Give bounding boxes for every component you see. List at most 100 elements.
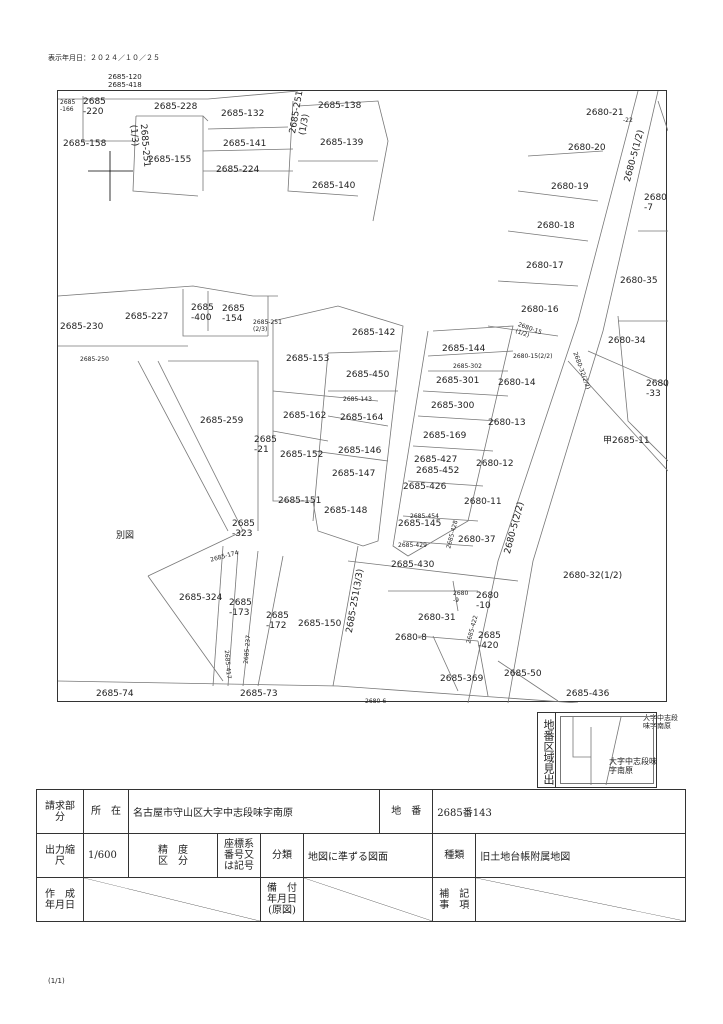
parcel-label[interactable]: 2685 -166 xyxy=(60,99,76,113)
supplement-value-empty xyxy=(475,877,686,922)
parcel-label[interactable]: 2685-436 xyxy=(566,689,610,699)
parcel-label[interactable]: 2685-450 xyxy=(346,370,390,380)
parcel-label[interactable]: 2685-152 xyxy=(280,450,324,460)
parcel-label[interactable]: 2685-148 xyxy=(324,506,368,516)
parcel-label[interactable]: 2685-132 xyxy=(221,109,265,119)
parcel-label[interactable]: 2685 -172 xyxy=(266,611,289,631)
parcel-label[interactable]: 2680-13 xyxy=(488,418,526,428)
parcel-label[interactable]: 2685-138 xyxy=(318,101,362,111)
parcel-label[interactable]: 2685-155 xyxy=(148,155,192,165)
parcel-label[interactable]: 2680-20 xyxy=(568,143,606,153)
parcel-label[interactable]: 2680-15(2/2) xyxy=(513,353,553,360)
parcel-label[interactable]: 2680-35 xyxy=(620,276,658,286)
classification-label: 分類 xyxy=(260,833,304,878)
request-section-label: 請求部分 xyxy=(36,789,84,834)
parcel-label[interactable]: 2685-324 xyxy=(179,593,223,603)
page-number: (1/1) xyxy=(48,977,65,985)
parcel-label[interactable]: 2685-141 xyxy=(223,139,267,149)
parcel-label[interactable]: 2685-430 xyxy=(391,560,435,570)
parcel-label[interactable]: 2685-224 xyxy=(216,165,260,175)
created-value-empty xyxy=(83,877,261,922)
parcel-label[interactable]: 2685-230 xyxy=(60,322,104,332)
parcel-label[interactable]: 2685-429 xyxy=(398,542,427,549)
type-label: 種類 xyxy=(432,833,477,878)
parcel-label[interactable]: 2680-11 xyxy=(464,497,502,507)
type-value: 旧土地台帳附属地図 xyxy=(475,833,686,878)
parcel-label[interactable]: 2685-427 xyxy=(414,455,458,465)
legend-lines xyxy=(572,716,622,786)
parcel-label[interactable]: 2685-426 xyxy=(403,482,447,492)
parcel-label[interactable]: 2685-169 xyxy=(423,431,467,441)
parcel-label[interactable]: 2685-158 xyxy=(63,139,107,149)
parcel-label[interactable]: 2680 -9 xyxy=(453,590,469,604)
parcel-label[interactable]: 2680-14 xyxy=(498,378,536,388)
parcel-label[interactable]: 2685-250 xyxy=(80,356,109,363)
parcel-label[interactable]: 2680 -7 xyxy=(644,193,667,213)
parcel-label[interactable]: 2685-142 xyxy=(352,328,396,338)
location-label: 所 在 xyxy=(83,789,129,834)
parcel-label[interactable]: 2685-73 xyxy=(240,689,278,699)
lot-number-value: 2685番143 xyxy=(432,789,686,834)
parcel-label[interactable]: 2685-140 xyxy=(312,181,356,191)
parcel-label[interactable]: 別図 xyxy=(116,531,135,541)
parcel-label[interactable]: 2685-146 xyxy=(338,446,382,456)
accuracy-label: 精 度 区 分 xyxy=(128,833,218,878)
parcel-label[interactable]: 2685-145 xyxy=(398,519,442,529)
top-legend-1: 2685-120 xyxy=(108,73,142,81)
parcel-label[interactable]: 2680-18 xyxy=(537,221,575,231)
parcel-label[interactable]: 2685-151 xyxy=(278,496,322,506)
parcel-label[interactable]: 2685 -220 xyxy=(83,97,106,117)
parcel-label[interactable]: 2685-74 xyxy=(96,689,134,699)
parcel-label[interactable]: 2685-144 xyxy=(442,344,486,354)
parcel-label[interactable]: 2685 -420 xyxy=(478,631,501,651)
parcel-label[interactable]: 2680-16 xyxy=(521,305,559,315)
parcel-label[interactable]: 2680-37 xyxy=(458,535,496,545)
parcel-label[interactable]: 2680 -10 xyxy=(476,591,499,611)
parcel-label[interactable]: 2685 -21 xyxy=(254,435,277,455)
parcel-label[interactable]: 2685-302 xyxy=(453,363,482,370)
parcel-label[interactable]: 2685 -173 xyxy=(229,598,252,618)
parcel-label[interactable]: 2680-34 xyxy=(608,336,646,346)
record-table: 請求部分 所 在 名古屋市守山区大字中志段味字南原 地 番 2685番143 出… xyxy=(36,789,686,922)
parcel-label[interactable]: 2680-31 xyxy=(418,613,456,623)
parcel-label[interactable]: 2685-452 xyxy=(416,466,460,476)
parcel-label[interactable]: 2685-300 xyxy=(431,401,475,411)
parcel-label[interactable]: 2680-6 xyxy=(365,698,387,705)
area-legend: 地番区域見出 大字中志段味 字南原 xyxy=(537,712,657,788)
parcel-label[interactable]: 2685-228 xyxy=(154,102,198,112)
parcel-label[interactable]: -22 xyxy=(623,117,633,124)
parcel-label[interactable]: 2685-153 xyxy=(286,354,330,364)
parcel-label[interactable]: 2685-143 xyxy=(343,396,372,403)
parcel-label[interactable]: 2680-12 xyxy=(476,459,514,469)
parcel-label[interactable]: 2685-301 xyxy=(436,376,480,386)
legend-label: 地番区域見出 xyxy=(538,713,556,787)
parcel-label[interactable]: 2685-50 xyxy=(504,669,542,679)
parcel-label[interactable]: 2685-147 xyxy=(332,469,376,479)
parcel-label[interactable]: 2685-454 xyxy=(410,513,439,520)
parcel-label[interactable]: 2680 -33 xyxy=(646,379,669,399)
legend-area: 大字中志段味 字南原 xyxy=(609,757,657,775)
parcel-label[interactable]: 2685 -400 xyxy=(191,303,214,323)
cadastral-map[interactable]: 2685 -166 2685 -220 2685-228 2685-132 26… xyxy=(57,90,669,705)
parcel-label[interactable]: 2685-150 xyxy=(298,619,342,629)
parcel-label[interactable]: 2685-259 xyxy=(200,416,244,426)
parcel-label[interactable]: 2680-17 xyxy=(526,261,564,271)
parcel-label[interactable]: 2685 -154 xyxy=(222,304,245,324)
parcel-label[interactable]: 2685-139 xyxy=(320,138,364,148)
parcel-label[interactable]: 2685-227 xyxy=(125,312,169,322)
parcel-label[interactable]: 2685-369 xyxy=(440,674,484,684)
classification-value: 地図に準ずる図面 xyxy=(302,833,434,878)
supplement-label: 補 記 事 項 xyxy=(432,877,477,922)
parcel-label[interactable]: 2680-32(1/2) xyxy=(563,571,623,581)
parcel-label[interactable]: 2685-162 xyxy=(283,411,327,421)
parcel-label[interactable]: 2680-19 xyxy=(551,182,589,192)
parcel-label[interactable]: 2680-21 xyxy=(586,108,624,118)
lot-number-label: 地 番 xyxy=(379,789,434,834)
legend-map: 大字中志段味 字南原 xyxy=(560,716,657,786)
parcel-label[interactable]: 甲2685-11 xyxy=(603,436,650,446)
parcel-label[interactable]: 2685-164 xyxy=(340,413,384,423)
remarks-value-empty xyxy=(302,877,434,922)
parcel-label[interactable]: 2685-251 (2/3) xyxy=(253,319,282,333)
parcel-label[interactable]: 2685 -323 xyxy=(232,519,255,539)
parcel-label[interactable]: 2680-8 xyxy=(395,633,427,643)
